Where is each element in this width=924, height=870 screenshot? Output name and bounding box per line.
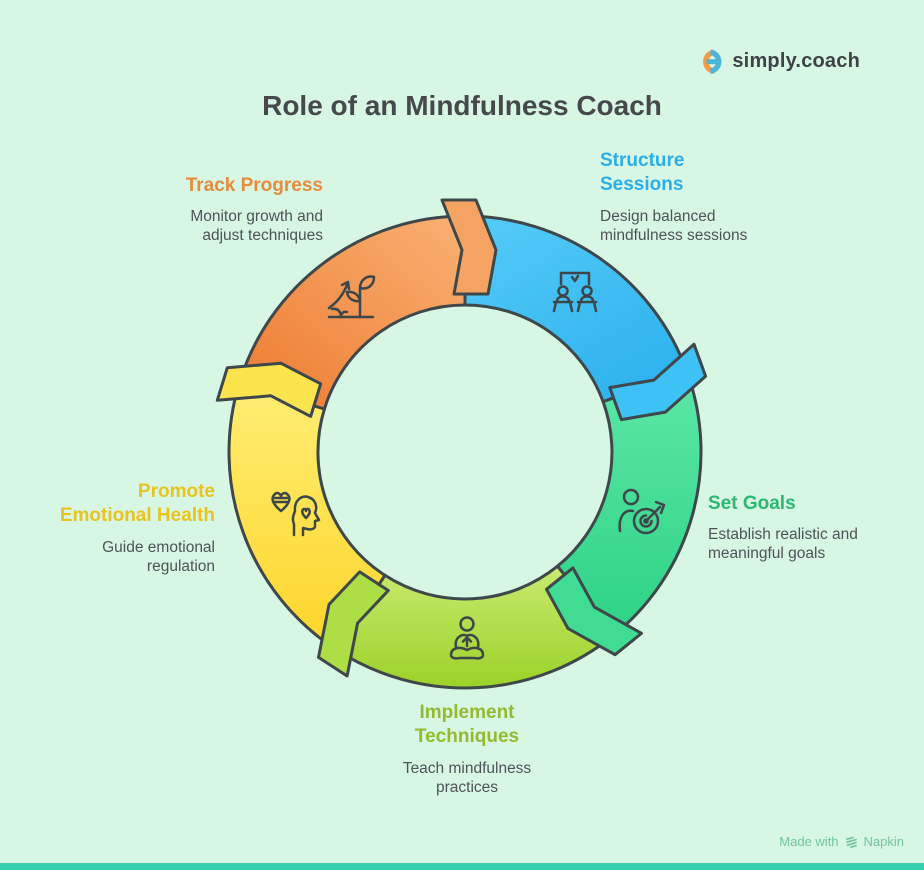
goal-target-icon xyxy=(618,488,666,535)
step-track-progress: Track Progress Monitor growth and adjust… xyxy=(186,174,323,246)
brand-name: simply.coach xyxy=(732,50,860,72)
connector-tab-green-to-lime xyxy=(545,566,643,657)
meditation-icon xyxy=(449,616,485,660)
brand-logo: simply.coach xyxy=(698,48,860,75)
page-title: Role of an Mindfulness Coach xyxy=(262,90,662,121)
napkin-text: Napkin xyxy=(863,834,904,849)
step-title: Track Progress xyxy=(185,175,323,196)
heart-mind-icon xyxy=(271,491,321,537)
napkin-icon xyxy=(845,836,857,848)
step-title: Promote Emotional Health xyxy=(59,481,215,527)
step-implement-techniques: Implement Techniques Teach mindfulness p… xyxy=(337,701,597,797)
step-promote-emotional-health: Promote Emotional Health Guide emotional… xyxy=(60,480,215,576)
step-description: Monitor growth and adjust techniques xyxy=(190,208,323,245)
connector-tab-yellow-to-orange xyxy=(215,361,323,418)
step-description: Design balanced mindfulness sessions xyxy=(600,207,748,244)
growth-icon xyxy=(327,275,376,319)
bottom-accent-bar xyxy=(0,863,924,870)
connector-tab-lime-to-yellow xyxy=(317,570,390,678)
step-description: Teach mindfulness practices xyxy=(402,759,532,796)
napkin-credit: Made with Napkin xyxy=(779,834,904,849)
made-with-text: Made with xyxy=(779,834,839,849)
simply-coach-icon xyxy=(703,49,722,74)
step-description: Establish realistic and meaningful goals xyxy=(708,526,858,563)
step-title: Structure Sessions xyxy=(600,150,685,196)
step-title: Implement Techniques xyxy=(414,702,520,748)
connector-tab-blue-to-green xyxy=(608,342,708,422)
group-session-icon xyxy=(552,271,598,313)
step-set-goals: Set Goals Establish realistic and meanin… xyxy=(708,492,858,564)
step-description: Guide emotional regulation xyxy=(102,538,215,575)
connector-tab-orange-to-blue xyxy=(440,198,498,296)
step-structure-sessions: Structure Sessions Design balanced mindf… xyxy=(600,149,747,245)
step-title: Set Goals xyxy=(708,493,796,514)
